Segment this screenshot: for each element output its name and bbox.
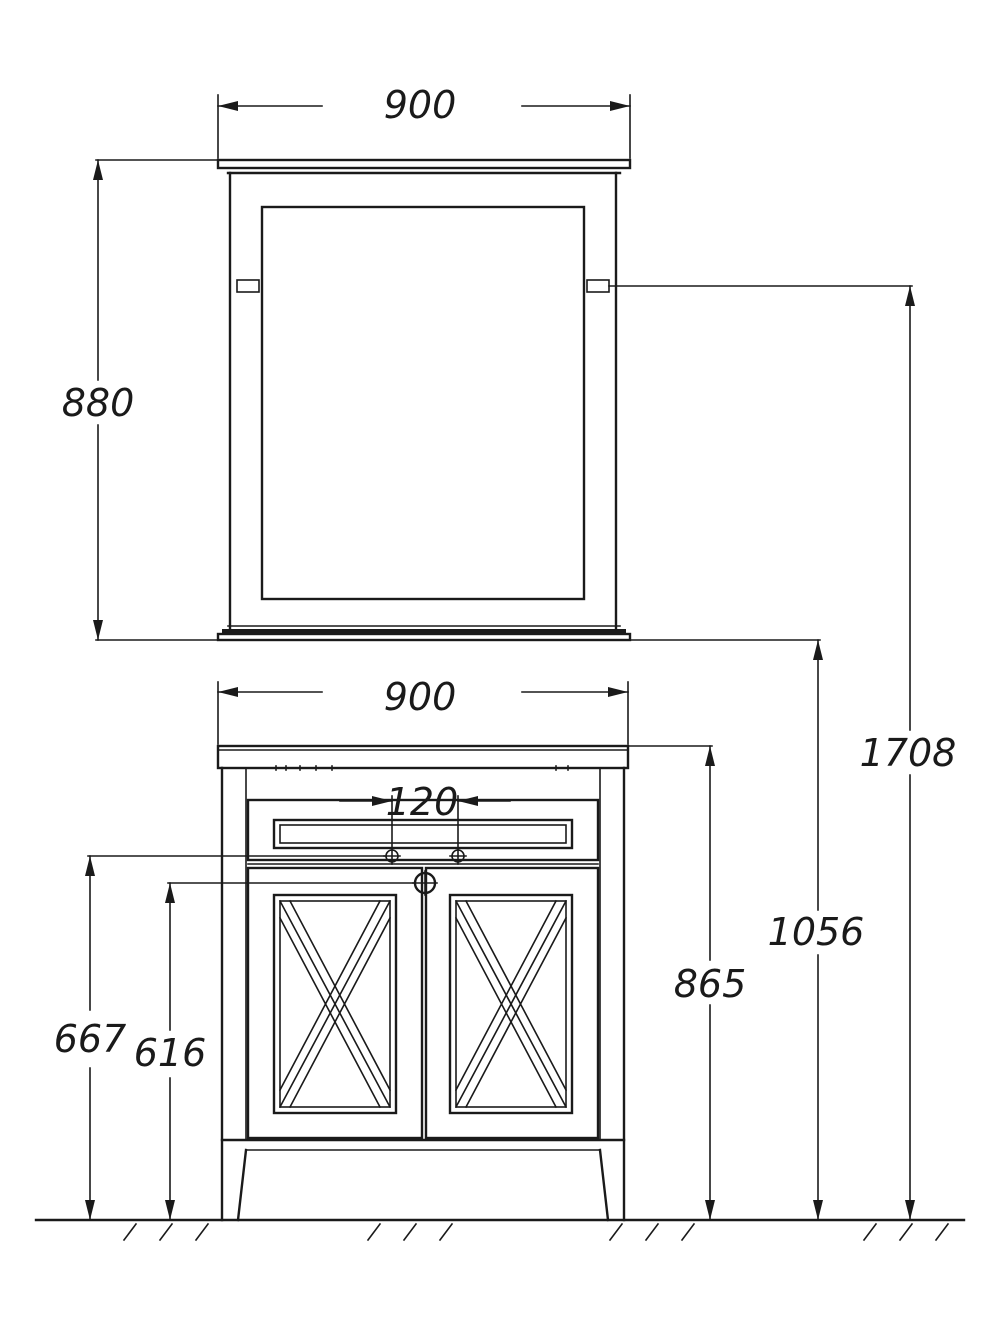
mirror [216, 158, 632, 642]
countertop-marks [275, 765, 569, 771]
tap-hole-right [449, 847, 467, 865]
door-left-cross-b [278, 899, 392, 1109]
mirror-right-fixture [586, 279, 610, 293]
dim-cabinet-width-label: 900 [384, 675, 457, 719]
drawer-panel-inner [279, 824, 567, 844]
dim-water-inlet-height: 667 [54, 855, 387, 1221]
door-right-cross-b [454, 899, 568, 1109]
floor [34, 1218, 966, 1242]
floor-hatching [122, 1222, 950, 1242]
dim-tap-spacing: 120 [339, 780, 511, 849]
dim-cabinet-width: 900 [217, 675, 629, 745]
dim-water-inlet-height-label: 667 [54, 1017, 127, 1061]
mirror-base-plinth [216, 632, 632, 642]
dim-drain-height-label: 616 [134, 1031, 207, 1075]
door-right-panel-inner [455, 900, 567, 1108]
door-left [246, 866, 424, 1140]
mirror-left-fixture [236, 279, 260, 293]
dim-sink-height: 1056 [768, 639, 865, 1221]
dim-cabinet-height-label: 865 [674, 962, 747, 1006]
dim-sink-height-label: 1056 [768, 910, 865, 954]
dim-total-height: 1708 [608, 285, 957, 1221]
door-left-panel-inner [279, 900, 391, 1108]
leg-left-taper [236, 1148, 248, 1222]
drawer-front [246, 798, 600, 862]
door-right [424, 866, 600, 1140]
mirror-base-molding [222, 629, 626, 634]
dim-mirror-width-label: 900 [384, 83, 457, 127]
dim-mirror-width: 900 [217, 83, 631, 159]
drain-outlet [412, 870, 438, 896]
leg-right-taper [598, 1148, 610, 1222]
vanity-cabinet [216, 744, 630, 1222]
dim-mirror-height: 880 [62, 159, 821, 641]
drawer-panel [272, 818, 574, 850]
door-right-panel [448, 893, 574, 1115]
dim-mirror-height-label: 880 [62, 381, 135, 425]
mirror-glass [260, 205, 586, 601]
dim-total-height-label: 1708 [860, 731, 957, 775]
dim-tap-spacing-label: 120 [386, 780, 459, 824]
dim-drain-height: 616 [134, 882, 416, 1221]
dim-cabinet-height: 865 [627, 745, 747, 1221]
mirror-cornice-top [216, 158, 632, 170]
door-left-panel [272, 893, 398, 1115]
countertop [216, 744, 630, 770]
